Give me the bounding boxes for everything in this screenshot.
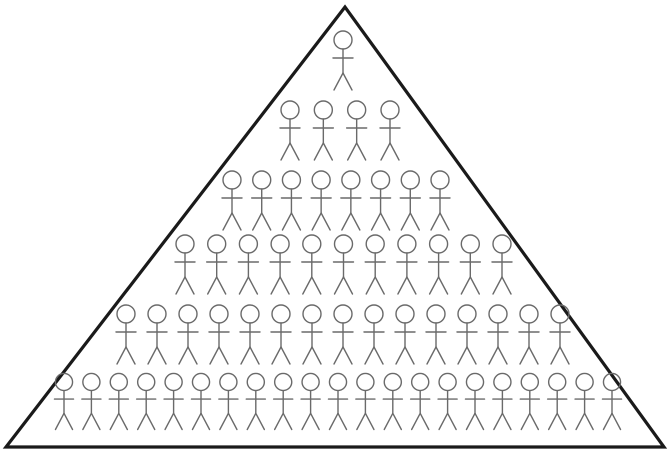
- stick-figure-icon: [438, 373, 457, 429]
- stick-figure-icon: [334, 235, 354, 294]
- stick-figure-icon: [397, 235, 417, 294]
- stick-figure-icon: [147, 305, 167, 364]
- stick-figure-icon: [395, 305, 415, 364]
- stick-figure-icon: [302, 235, 322, 294]
- figure-row-5: [116, 305, 570, 364]
- stick-figure-icon: [575, 373, 594, 429]
- stick-figure-icon: [380, 101, 400, 160]
- stick-figure-icon: [460, 235, 480, 294]
- stick-figure-icon: [333, 305, 353, 364]
- stick-figure-icon: [252, 171, 272, 230]
- stick-figure-icon: [246, 373, 265, 429]
- stick-figure-icon: [311, 171, 331, 230]
- stick-figure-icon: [548, 373, 567, 429]
- stick-figure-icon: [301, 373, 320, 429]
- stick-figure-icon: [411, 373, 430, 429]
- stick-figure-icon: [209, 305, 229, 364]
- stick-figure-icon: [493, 373, 512, 429]
- stick-figure-rows: [55, 31, 622, 430]
- figure-row-6: [55, 373, 622, 429]
- stick-figure-icon: [271, 305, 291, 364]
- stick-figure-icon: [383, 373, 402, 429]
- figure-row-4: [175, 235, 512, 294]
- stick-figure-icon: [175, 235, 195, 294]
- stick-figure-icon: [365, 235, 385, 294]
- stick-figure-icon: [426, 305, 446, 364]
- stick-figure-icon: [222, 171, 242, 230]
- stick-figure-icon: [178, 305, 198, 364]
- stick-figure-icon: [274, 373, 293, 429]
- stick-figure-icon: [270, 235, 290, 294]
- figure-row-3: [222, 171, 450, 230]
- figure-row-2: [280, 101, 400, 160]
- stick-figure-icon: [488, 305, 508, 364]
- stick-figure-icon: [313, 101, 333, 160]
- stick-figure-icon: [364, 305, 384, 364]
- stick-figure-icon: [329, 373, 348, 429]
- stick-figure-icon: [341, 171, 361, 230]
- stick-figure-icon: [207, 235, 227, 294]
- stick-figure-icon: [164, 373, 183, 429]
- stick-figure-icon: [82, 373, 101, 429]
- stick-figure-icon: [219, 373, 238, 429]
- stick-figure-icon: [280, 101, 300, 160]
- stick-figure-icon: [457, 305, 477, 364]
- figure-row-1: [333, 31, 353, 90]
- stick-figure-icon: [371, 171, 391, 230]
- stick-figure-icon: [400, 171, 420, 230]
- stick-figure-icon: [347, 101, 367, 160]
- stick-figure-icon: [302, 305, 322, 364]
- stick-figure-icon: [238, 235, 258, 294]
- stick-figure-icon: [492, 235, 512, 294]
- stick-figure-icon: [356, 373, 375, 429]
- stick-figure-icon: [281, 171, 301, 230]
- stick-figure-icon: [240, 305, 260, 364]
- stick-figure-icon: [430, 171, 450, 230]
- stick-figure-icon: [429, 235, 449, 294]
- stick-figure-icon: [192, 373, 211, 429]
- stick-figure-icon: [333, 31, 353, 90]
- stick-figure-icon: [466, 373, 485, 429]
- stick-figure-icon: [519, 305, 539, 364]
- stick-figure-icon: [520, 373, 539, 429]
- stick-figure-icon: [137, 373, 156, 429]
- stick-figure-icon: [109, 373, 128, 429]
- stick-figure-icon: [116, 305, 136, 364]
